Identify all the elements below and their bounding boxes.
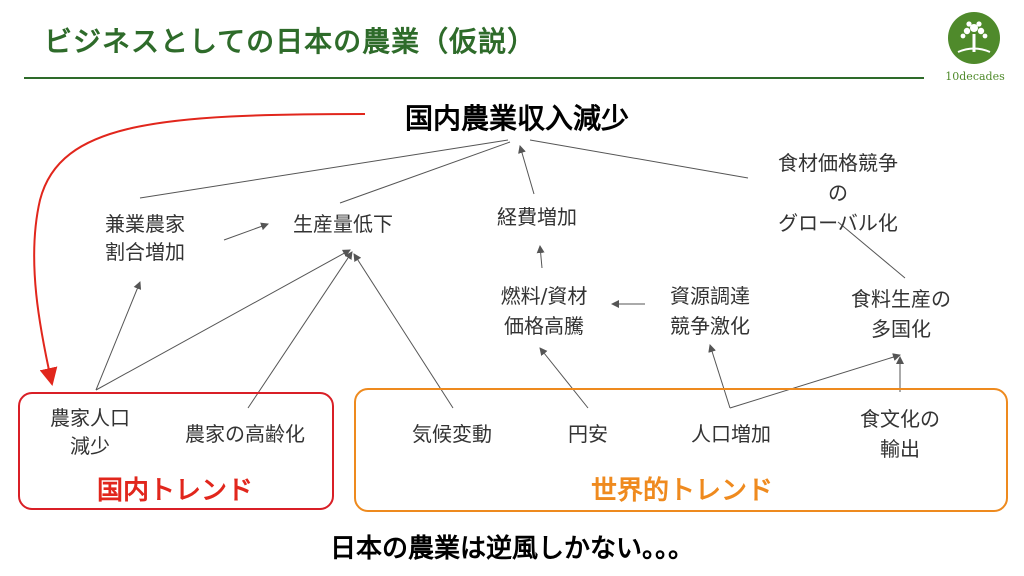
node-fuel-material-price: 燃料/資材 価格高騰 [500,284,588,338]
node-resource-competition: 資源調達 競争激化 [670,284,750,338]
arrow-climate-to-production [353,253,454,409]
logo-text: 10decades [945,70,1005,83]
node-production-decline: 生産量低下 [293,212,393,236]
domestic-trend-label: 国内トレンド [96,476,253,506]
arrow-population-to-part-time [95,281,142,391]
node-part-time-ratio: 兼業農家 割合増加 [105,212,185,264]
global-trend-box [354,388,1008,512]
arrow-part-time-to-production [223,222,269,241]
tree-logo-icon [948,12,1000,64]
red-feedback-arrow [33,113,366,386]
arrow-population-to-production [95,249,351,391]
node-cost-increase: 経費増加 [497,205,577,229]
node-farmer-aging: 農家の高齢化 [185,422,305,446]
main-result-text: 国内農業収入減少 [404,102,629,135]
node-climate-change: 気候変動 [412,422,492,446]
arrow-production-to-result [339,141,511,204]
global-trend-label: 世界的トレンド [590,476,773,506]
arrow-population-growth-to-resource [708,344,731,409]
arrow-aging-to-production [247,251,353,409]
arrow-population-growth-to-diversification [729,353,901,409]
page-title: ビジネスとしての日本の農業（仮説） [44,25,537,58]
domestic-trend-box [18,392,334,510]
title-underline [24,77,924,79]
node-weak-yen: 円安 [568,422,608,446]
arrow-cost-to-result [518,145,535,195]
arrow-diversification-to-competition [837,221,906,279]
arrow-part-time-to-result [139,139,509,199]
arrow-yen-to-fuel [539,347,589,409]
node-food-production-diversification: 食料生産の 多国化 [851,287,951,341]
node-population-growth: 人口増加 [691,422,771,446]
node-farmer-population-decline: 農家人口 減少 [50,406,130,458]
arrow-fuel-to-cost [536,245,545,269]
conclusion-text: 日本の農業は逆風しかない。。。 [329,534,694,564]
node-global-food-competition: 食材価格競争 の グローバル化 [778,151,898,235]
node-food-culture-export: 食文化の 輸出 [860,407,940,461]
arrow-competition-to-result [529,139,749,179]
